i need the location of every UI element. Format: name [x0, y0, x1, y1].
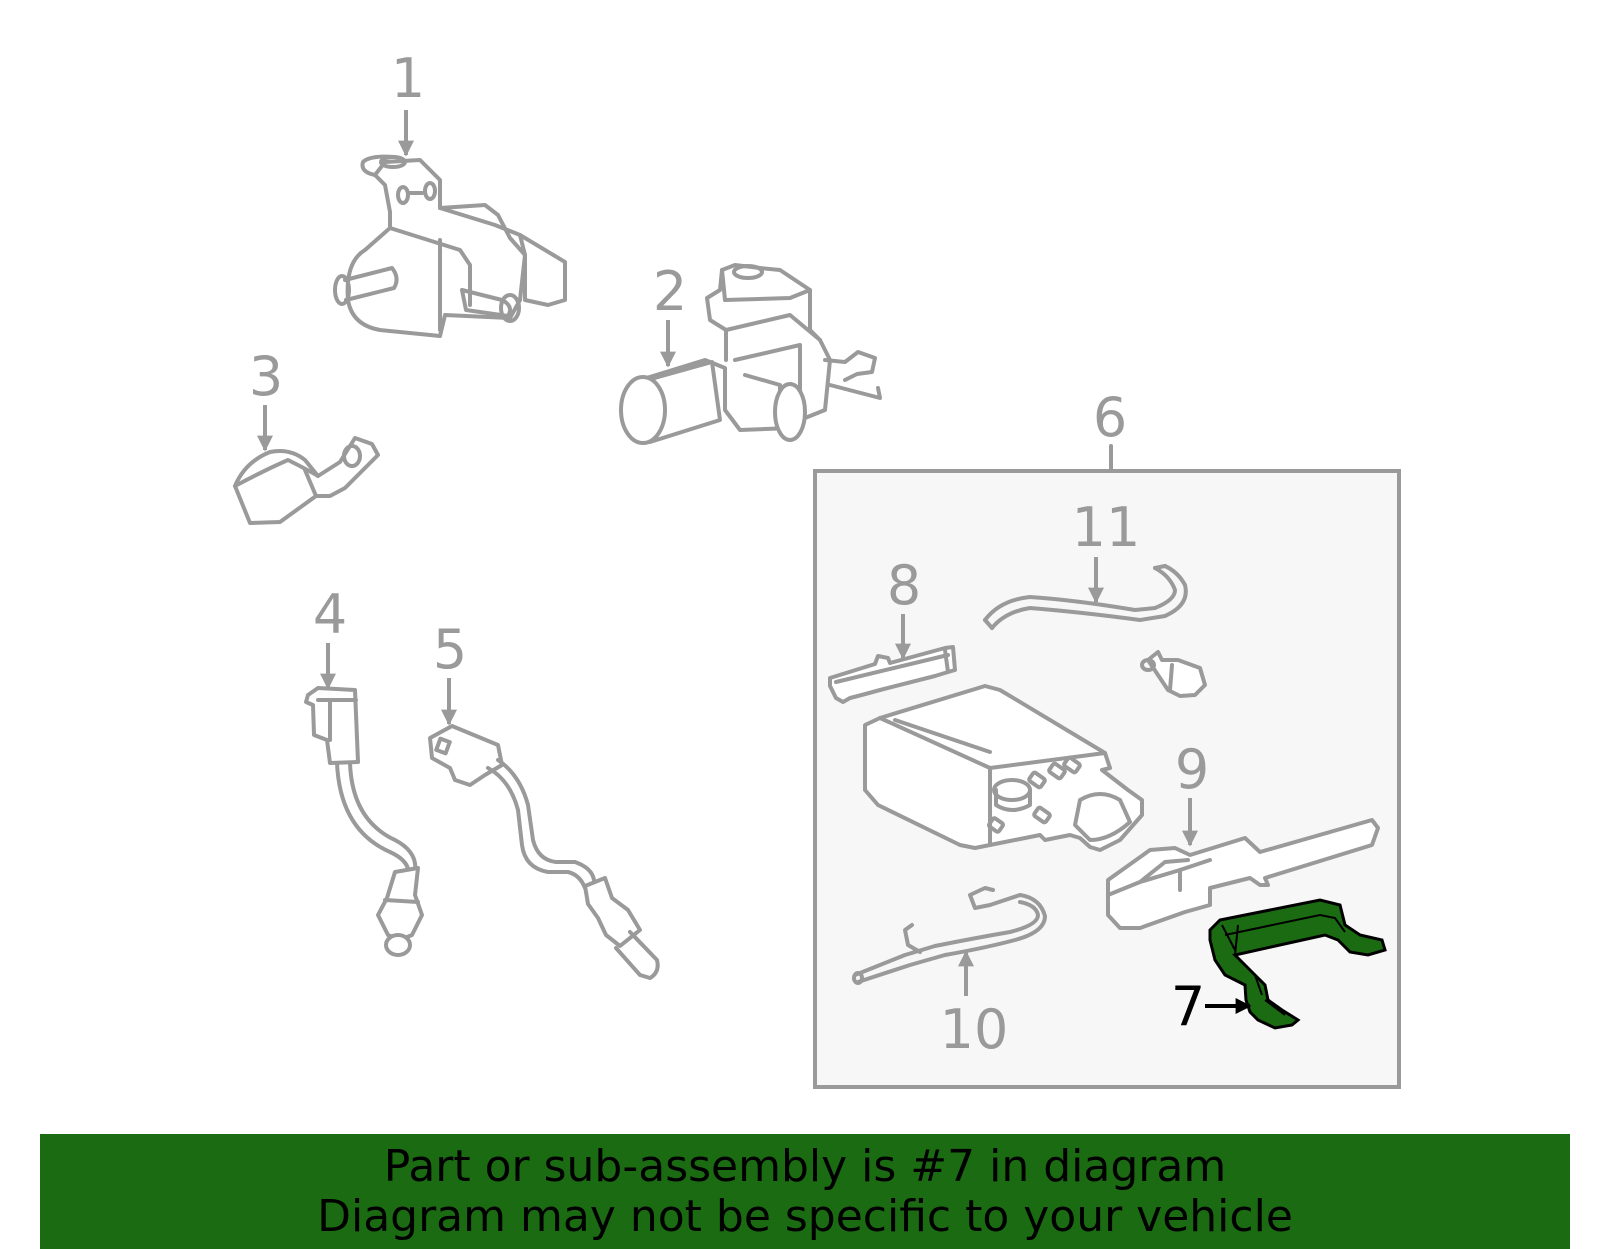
- callout-9-label: 9: [1175, 738, 1209, 801]
- callout-2-label: 2: [653, 260, 687, 323]
- part-3-bracket[interactable]: [233, 436, 380, 525]
- callout-3-label: 3: [249, 345, 283, 408]
- info-banner: Part or sub-assembly is #7 in diagram Di…: [40, 1134, 1570, 1249]
- part-7-bracket-edge: [1221, 913, 1346, 1016]
- charcoal-canister[interactable]: [863, 684, 1144, 852]
- callout-11-label: 11: [1072, 496, 1141, 559]
- part-11-hose[interactable]: [983, 564, 1188, 630]
- callout-4-label: 4: [313, 583, 347, 646]
- part-1-vacuum-valve[interactable]: [333, 154, 567, 338]
- part-8-clip[interactable]: [828, 645, 957, 704]
- part-4-oxygen-sensor[interactable]: [304, 686, 424, 957]
- part-2-solenoid-valve[interactable]: [619, 263, 882, 445]
- check-valve[interactable]: [1140, 650, 1207, 698]
- callout-10-label: 10: [940, 998, 1009, 1061]
- callout-1-label: 1: [391, 47, 425, 110]
- part-5-oxygen-sensor[interactable]: [428, 724, 660, 980]
- banner-line-1: Part or sub-assembly is #7 in diagram: [383, 1140, 1227, 1192]
- callout-6-label: 6: [1093, 386, 1127, 449]
- part-9-canister[interactable]: [1106, 818, 1380, 930]
- callout-7-label: 7: [1171, 975, 1205, 1038]
- callout-5-label: 5: [433, 618, 467, 681]
- banner-line-2: Diagram may not be specific to your vehi…: [317, 1190, 1293, 1242]
- callout-8-label: 8: [887, 554, 921, 617]
